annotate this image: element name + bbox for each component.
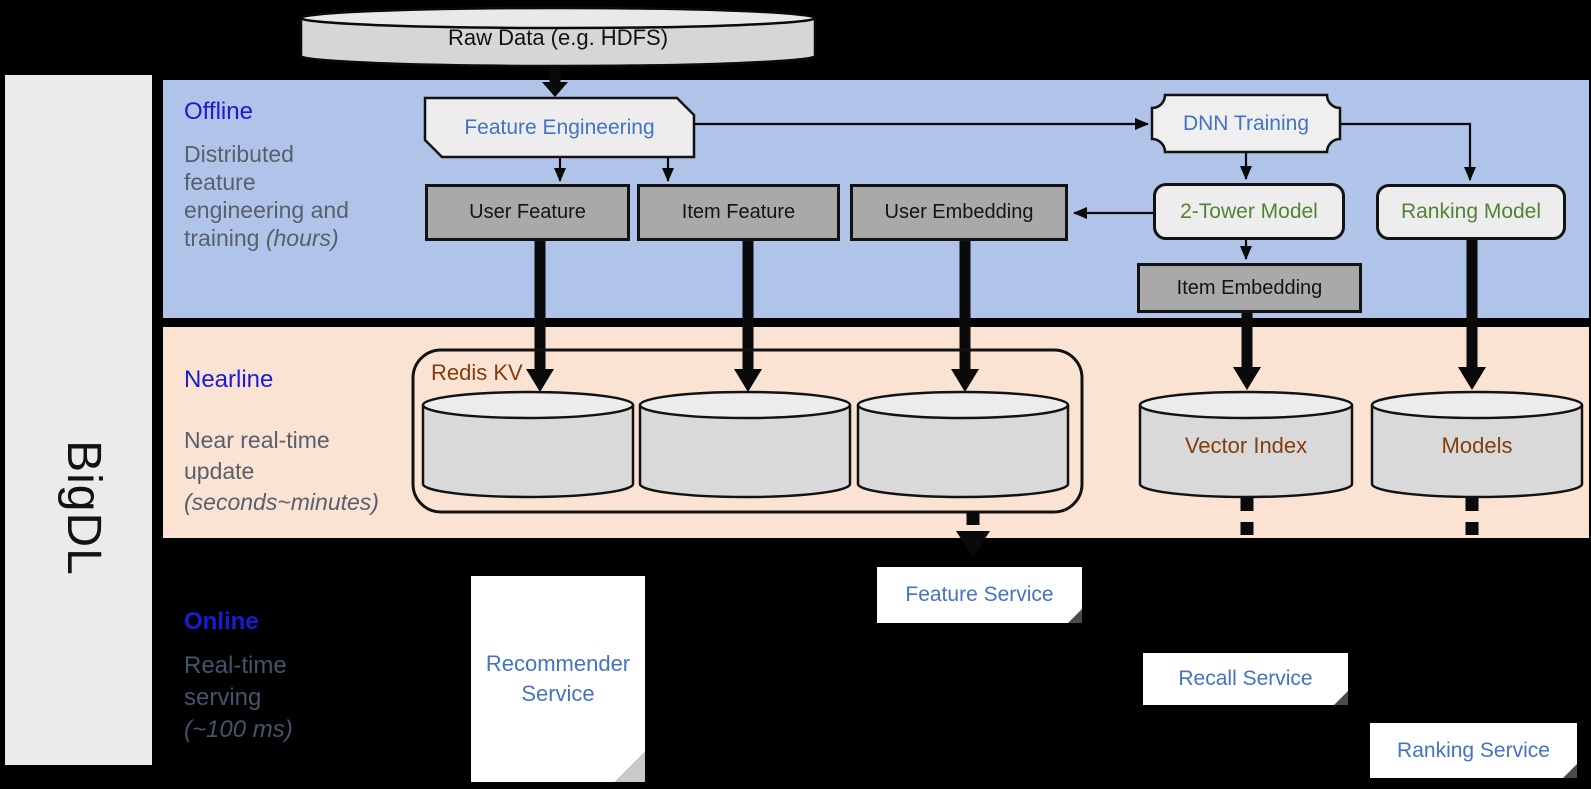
- online-title: Online: [184, 608, 259, 635]
- feature-engineering-node: Feature Engineering: [464, 115, 655, 139]
- redis-kv-label: Redis KV: [431, 360, 523, 385]
- ranking-model-node: Ranking Model: [1376, 184, 1566, 240]
- item-embedding-node: Item Embedding: [1137, 263, 1362, 313]
- raw-data-label: Raw Data (e.g. HDFS): [447, 25, 669, 50]
- item-feature-node: Item Feature: [637, 184, 840, 241]
- offline-description: Distributed feature engineering and trai…: [184, 141, 349, 251]
- recommender-service-node: Recommender Service: [471, 576, 645, 782]
- bigdl-brand-label: BigDL: [57, 440, 110, 576]
- feature-service-node: Feature Service: [877, 567, 1082, 623]
- vector-index-label: Vector Index: [1184, 433, 1308, 458]
- online-description: Real-time serving (~100 ms): [184, 652, 293, 743]
- ranking-service-node: Ranking Service: [1370, 723, 1577, 778]
- models-label: Models: [1441, 433, 1513, 458]
- dnn-training-node: DNN Training: [1182, 111, 1310, 135]
- nearline-title: Nearline: [184, 366, 274, 393]
- nearline-description: Near real-time update (seconds~minutes): [184, 427, 379, 515]
- user-embedding-node: User Embedding: [850, 184, 1068, 241]
- offline-title: Offline: [184, 98, 253, 125]
- bigdl-sidebar: BigDL: [5, 75, 152, 765]
- user-feature-node: User Feature: [425, 184, 630, 241]
- two-tower-model-node: 2-Tower Model: [1153, 183, 1345, 240]
- recall-service-node: Recall Service: [1143, 653, 1348, 705]
